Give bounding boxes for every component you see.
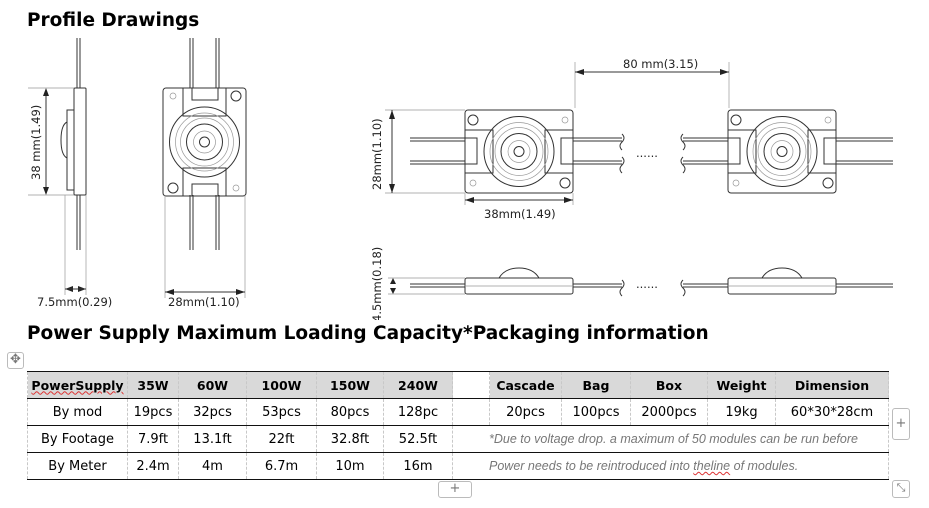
ellipsis-side: ...... <box>636 277 658 291</box>
table-cell: 80pcs <box>316 398 384 426</box>
header-cell: 60W <box>178 371 247 399</box>
table-cell: 6.7m <box>246 452 317 480</box>
table-cell: 32pcs <box>178 398 247 426</box>
row-label: By Footage <box>27 425 128 453</box>
row-label: By Meter <box>27 452 128 480</box>
table-row: By Footage 7.9ft 13.1ft 22ft 32.8ft 52.5… <box>27 425 889 453</box>
module-height-label: 28mm(1.10) <box>370 118 384 190</box>
header-cell: 150W <box>316 371 384 399</box>
front-width-label: 28mm(1.10) <box>168 295 240 309</box>
module-depth-label: 4.5mm(0.18) <box>370 247 384 320</box>
cascade-top-view-drawing: ...... 80 mm(3.15) 28mm(1.10) 38mm(1.49) <box>370 57 893 221</box>
side-height-label: 38 mm(1.49) <box>29 105 43 180</box>
header-gap-cell <box>452 371 490 399</box>
profile-drawings-heading: Profile Drawings <box>27 10 200 31</box>
front-view-drawing: 28mm(1.10) <box>162 38 247 309</box>
gap-cell <box>452 398 490 426</box>
voltage-drop-note: *Due to voltage drop. a maximum of 50 mo… <box>452 425 889 453</box>
table-cell: 53pcs <box>246 398 317 426</box>
table-row: By Meter 2.4m 4m 6.7m 10m 16m Power need… <box>27 452 889 480</box>
table-cell: 128pc <box>383 398 453 426</box>
row-label: By mod <box>27 398 128 426</box>
power-supply-heading: Power Supply Maximum Loading Capacity*Pa… <box>27 323 709 344</box>
header-cell: 240W <box>383 371 453 399</box>
header-cell: Cascade <box>489 371 562 399</box>
table-resize-handle[interactable]: ⤡ <box>892 480 910 498</box>
table-cell: 20pcs <box>489 398 562 426</box>
table-cell: 52.5ft <box>383 425 453 453</box>
ellipsis-top: ...... <box>636 146 658 160</box>
cascade-side-view-drawing: ...... 4.5mm(0.18) <box>370 247 893 320</box>
module-width-label: 38mm(1.49) <box>484 207 556 221</box>
table-cell: 22ft <box>246 425 317 453</box>
table-cell: 7.9ft <box>127 425 179 453</box>
add-column-button[interactable]: + <box>892 408 910 440</box>
table-cell: 19pcs <box>127 398 179 426</box>
table-move-handle[interactable]: ✥ <box>7 352 24 369</box>
spacing-label: 80 mm(3.15) <box>623 57 698 71</box>
table-cell: 60*30*28cm <box>775 398 889 426</box>
add-row-button[interactable]: + <box>438 481 472 498</box>
header-cell: Dimension <box>775 371 889 399</box>
table-header-row: PowerSupply 35W 60W 100W 150W 240W Casca… <box>27 371 889 399</box>
power-supply-table: PowerSupply 35W 60W 100W 150W 240W Casca… <box>27 371 889 480</box>
header-cell: Box <box>630 371 708 399</box>
profile-drawings: 38 mm(1.49) 7.5mm(0.29) 28mm(1.10) .....… <box>28 38 893 320</box>
table-cell: 2.4m <box>127 452 179 480</box>
header-cell: Bag <box>561 371 631 399</box>
table-cell: 19kg <box>707 398 776 426</box>
header-cell: PowerSupply <box>27 371 128 399</box>
table-row: By mod 19pcs 32pcs 53pcs 80pcs 128pc 20p… <box>27 398 889 426</box>
table-cell: 16m <box>383 452 453 480</box>
table-cell: 100pcs <box>561 398 631 426</box>
table-cell: 32.8ft <box>316 425 384 453</box>
side-view-drawing: 38 mm(1.49) 7.5mm(0.29) <box>28 38 112 309</box>
power-reintroduce-note: Power needs to be reintroduced into thel… <box>452 452 889 480</box>
table-cell: 4m <box>178 452 247 480</box>
table-cell: 2000pcs <box>630 398 708 426</box>
header-cell: Weight <box>707 371 776 399</box>
table-cell: 13.1ft <box>178 425 247 453</box>
header-cell: 35W <box>127 371 179 399</box>
side-width-label: 7.5mm(0.29) <box>37 295 112 309</box>
header-cell: 100W <box>246 371 317 399</box>
table-cell: 10m <box>316 452 384 480</box>
